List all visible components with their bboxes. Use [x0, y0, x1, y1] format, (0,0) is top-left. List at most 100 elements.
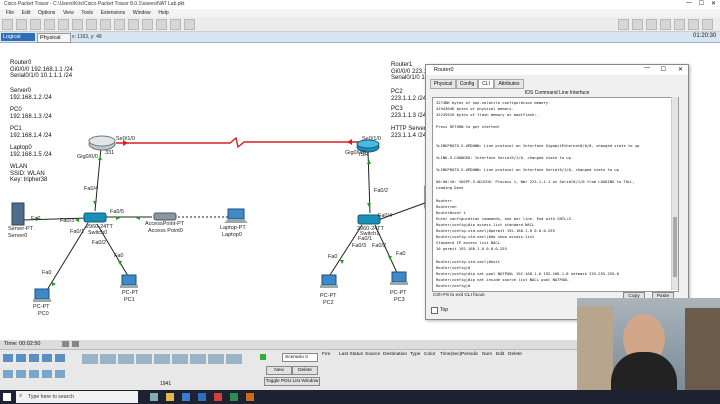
router-model-icon[interactable] — [208, 354, 224, 364]
tab-attributes[interactable]: Attributes — [494, 79, 524, 89]
palette-icon[interactable] — [170, 19, 181, 30]
zoom-reset-icon[interactable] — [142, 19, 153, 30]
undo-icon[interactable] — [100, 19, 111, 30]
hubs-category-icon[interactable] — [29, 354, 39, 362]
switches-category-icon[interactable] — [16, 354, 26, 362]
maximize-icon[interactable]: ☐ — [698, 1, 704, 7]
minimize-icon[interactable]: — — [686, 0, 692, 6]
delete-scenario-button[interactable]: Delete — [292, 366, 318, 375]
security-category-icon[interactable] — [55, 354, 65, 362]
menu-file[interactable]: File — [6, 10, 15, 16]
dialog-close-icon[interactable]: ✕ — [677, 67, 683, 73]
routers-category-icon[interactable] — [3, 354, 13, 362]
taskbar-search[interactable]: ⌕ Type here to search — [16, 391, 138, 403]
power-cycle-icon[interactable] — [62, 341, 69, 347]
pc1-type: PC-PT — [122, 290, 139, 296]
select-icon[interactable] — [617, 19, 629, 30]
dialog-minimize-icon[interactable]: — — [644, 65, 650, 71]
realtime-icon[interactable] — [260, 354, 266, 360]
dialog-maximize-icon[interactable]: ☐ — [660, 67, 666, 73]
router-model-icon[interactable] — [118, 354, 134, 364]
router-model-icon[interactable] — [82, 354, 98, 364]
new-file-icon[interactable] — [2, 19, 13, 30]
router-model-icon[interactable] — [172, 354, 188, 364]
app-task-icon[interactable] — [214, 393, 222, 401]
resize-icon[interactable] — [659, 19, 671, 30]
close-icon[interactable]: ✕ — [710, 1, 716, 7]
router-model-icon[interactable] — [226, 354, 242, 364]
components-category-icon[interactable] — [16, 370, 26, 378]
access-point-icon[interactable] — [153, 212, 177, 221]
multiuser-category-icon[interactable] — [55, 370, 65, 378]
paste-icon[interactable] — [86, 19, 97, 30]
laptop0-icon[interactable] — [227, 208, 245, 220]
print-icon[interactable] — [44, 19, 55, 30]
menu-options[interactable]: Options — [38, 10, 56, 16]
draw-rect-icon[interactable] — [701, 19, 713, 30]
cli-line: 3274BK bytes of non-volatile configurati… — [436, 100, 551, 105]
edge-icon[interactable] — [182, 393, 190, 401]
cli-line: Router(config)# — [436, 283, 471, 288]
pc2-icon[interactable] — [321, 274, 337, 286]
windows-start-icon[interactable] — [3, 393, 11, 401]
menu-edit[interactable]: Edit — [21, 10, 31, 16]
packet-tracer-task-icon[interactable] — [198, 393, 206, 401]
toggle-pdu-list-button[interactable]: Toggle PDU List Window — [264, 377, 320, 386]
scenario-select[interactable]: Scenario 0 — [282, 353, 318, 362]
zoom-out-icon[interactable] — [156, 19, 167, 30]
pc2-type: PC-PT — [320, 293, 337, 299]
end-devices-category-icon[interactable] — [3, 370, 13, 378]
switch0-icon[interactable] — [83, 212, 107, 223]
connections-category-icon[interactable] — [29, 370, 39, 378]
zoom-in-icon[interactable] — [128, 19, 139, 30]
wizard-icon[interactable] — [58, 19, 69, 30]
menu-extensions[interactable]: Extensions — [100, 10, 126, 16]
draw-line-icon[interactable] — [687, 19, 699, 30]
task-view-icon[interactable] — [150, 393, 158, 401]
pc3-icon[interactable] — [391, 271, 407, 283]
pc3-fa0: Fa0 — [396, 251, 406, 257]
menu-help[interactable]: Help — [158, 10, 169, 16]
redo-icon[interactable] — [114, 19, 125, 30]
pc1-icon[interactable] — [121, 274, 137, 286]
router-model-icon[interactable] — [154, 354, 170, 364]
cli-scrollbar[interactable] — [671, 97, 678, 290]
app-task-icon[interactable] — [230, 393, 238, 401]
menu-window[interactable]: Window — [132, 10, 151, 16]
server0-icon[interactable] — [11, 202, 25, 226]
cli-console[interactable]: 3274BK bytes of non-volatile configurati… — [432, 97, 679, 292]
logical-tab[interactable]: Logical — [1, 33, 35, 41]
misc-category-icon[interactable] — [42, 370, 52, 378]
router-model-icon[interactable] — [190, 354, 206, 364]
copy-icon[interactable] — [72, 19, 83, 30]
ap-type: AccessPoint-PT — [145, 221, 185, 227]
save-icon[interactable] — [30, 19, 41, 30]
delete-icon[interactable] — [645, 19, 657, 30]
cli-line: 00:00:10: %OSPF-5-ADJCHG: Process 1, Nbr… — [436, 179, 635, 185]
switch1-label: Switch1 — [360, 231, 380, 237]
custom-device-icon[interactable] — [184, 19, 195, 30]
sw0-fa03: Fa0/3 — [60, 218, 75, 224]
top-checkbox[interactable] — [431, 307, 438, 314]
menu-view[interactable]: View — [62, 10, 74, 16]
col-periodic: Periodic — [461, 352, 479, 357]
cli-line: Router(config)# — [436, 264, 471, 270]
new-scenario-button[interactable]: New — [266, 366, 292, 375]
dialog-titlebar[interactable]: Router0 ✕ ☐ — — [426, 65, 688, 75]
file-explorer-icon[interactable] — [166, 393, 174, 401]
note-icon[interactable] — [673, 19, 685, 30]
tab-cli[interactable]: CLI — [478, 79, 494, 89]
menu-tools[interactable]: Tools — [81, 10, 94, 16]
open-file-icon[interactable] — [16, 19, 27, 30]
router-model-icon[interactable] — [136, 354, 152, 364]
router-model-icon[interactable] — [100, 354, 116, 364]
app-task-icon[interactable] — [246, 393, 254, 401]
pc0-icon[interactable] — [34, 288, 50, 300]
inspect-icon[interactable] — [631, 19, 643, 30]
tab-physical[interactable]: Physical — [430, 79, 456, 89]
fast-forward-icon[interactable] — [72, 341, 79, 347]
wireless-category-icon[interactable] — [42, 354, 52, 362]
switch1-icon[interactable] — [357, 214, 381, 225]
physical-tab[interactable]: Physical — [37, 33, 71, 43]
tab-config[interactable]: Config — [456, 79, 478, 89]
